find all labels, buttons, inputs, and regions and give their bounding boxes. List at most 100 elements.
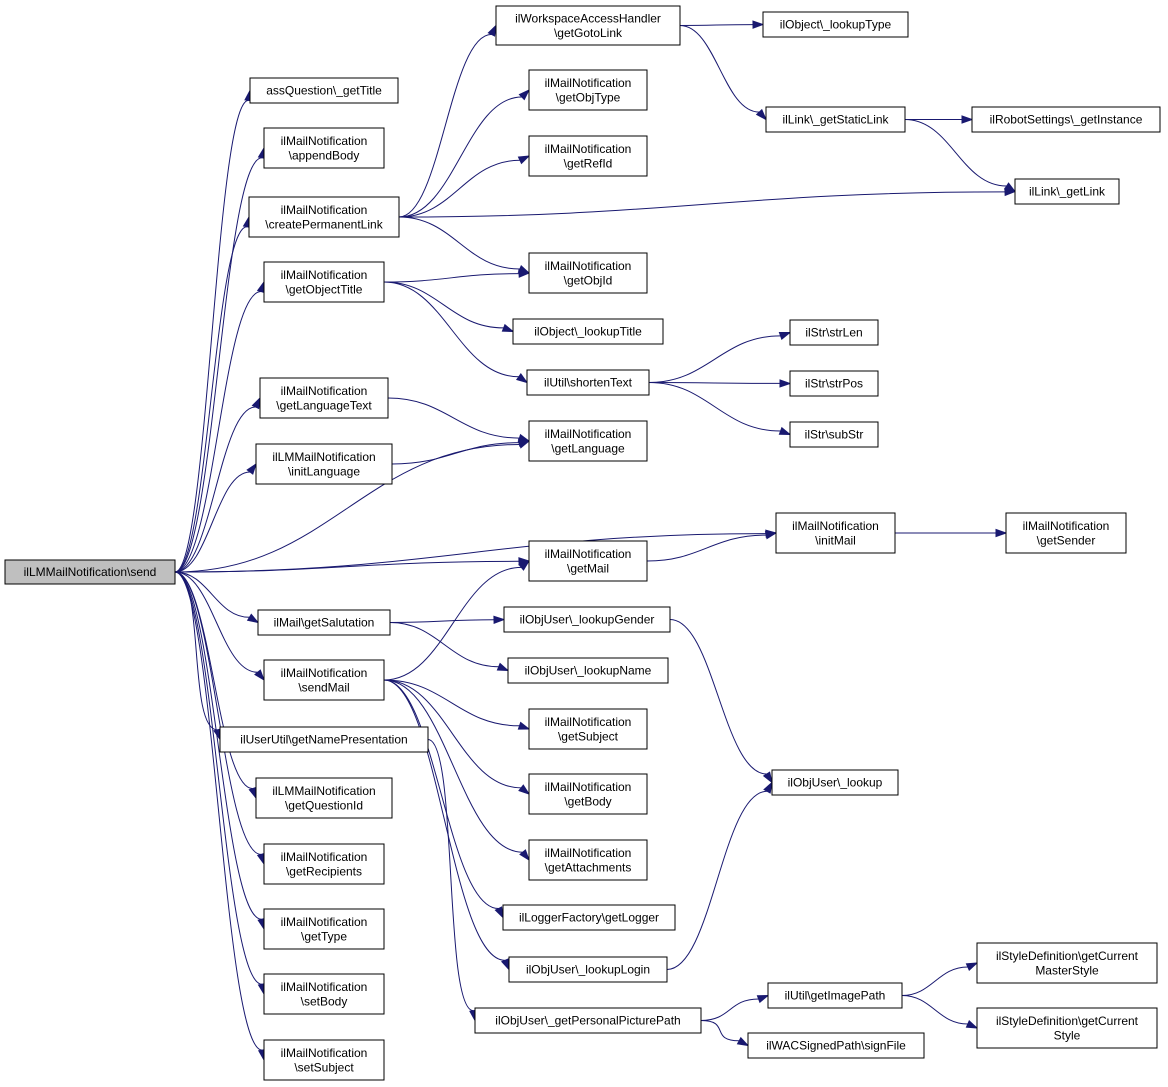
node-box bbox=[263, 908, 385, 950]
node-box bbox=[263, 843, 385, 885]
function-node-getObjId[interactable]: ilMailNotification\getObjId bbox=[528, 252, 648, 294]
node-label: \getLanguageText bbox=[276, 398, 372, 412]
node-box bbox=[789, 421, 879, 448]
function-node-initMail[interactable]: ilMailNotification\initMail bbox=[775, 512, 896, 554]
function-node-getBody[interactable]: ilMailNotification\getBody bbox=[528, 773, 648, 815]
node-label: ilMailNotification bbox=[545, 547, 632, 561]
node-label: ilObject\_lookupType bbox=[780, 18, 892, 32]
function-node-staticLink[interactable]: ilLink\_getStaticLink bbox=[765, 106, 906, 133]
function-node-appendBody[interactable]: ilMailNotification\appendBody bbox=[263, 127, 385, 169]
function-node-picPath[interactable]: ilObjUser\_getPersonalPicturePath bbox=[474, 1007, 702, 1034]
node-box bbox=[1014, 178, 1120, 205]
function-node-lookupType[interactable]: ilObject\_lookupType bbox=[762, 11, 909, 38]
node-label: ilMailNotification bbox=[545, 846, 632, 860]
node-label: ilLink\_getLink bbox=[1029, 185, 1106, 199]
function-node-getLangText[interactable]: ilMailNotification\getLanguageText bbox=[259, 377, 389, 419]
node-box bbox=[976, 1007, 1158, 1049]
function-node-shortenText[interactable]: ilUtil\shortenText bbox=[526, 369, 650, 396]
call-edge-getSalutation-to-lookupName bbox=[389, 622, 510, 672]
function-node-send[interactable]: ilLMMailNotification\send bbox=[4, 559, 176, 585]
call-edge-imagePath-to-masterStyle bbox=[901, 962, 979, 996]
call-edge-sendMail-to-getLogger bbox=[383, 679, 504, 919]
call-edge-picPath-to-signFile bbox=[700, 1020, 750, 1047]
node-label: ilStr\strLen bbox=[805, 326, 862, 340]
node-label: \createPermanentLink bbox=[265, 217, 383, 231]
node-box bbox=[219, 726, 429, 753]
node-box bbox=[495, 5, 681, 46]
node-label: ilUtil\shortenText bbox=[544, 376, 633, 390]
function-node-getRecipients[interactable]: ilMailNotification\getRecipients bbox=[263, 843, 385, 885]
function-node-initLang[interactable]: ilLMMailNotification\initLanguage bbox=[255, 443, 393, 485]
function-node-getMail[interactable]: ilMailNotification\getMail bbox=[528, 540, 648, 582]
function-node-getSalutation[interactable]: ilMail\getSalutation bbox=[257, 609, 391, 636]
call-edge-send-to-initLang bbox=[174, 462, 257, 573]
node-label: ilLink\_getStaticLink bbox=[782, 113, 889, 127]
node-label: ilObjUser\_lookupLogin bbox=[526, 963, 650, 977]
function-node-getLanguage[interactable]: ilMailNotification\getLanguage bbox=[528, 420, 648, 462]
node-label: ilStyleDefinition\getCurrent bbox=[996, 1014, 1139, 1028]
node-label: ilWACSignedPath\signFile bbox=[766, 1039, 906, 1053]
function-node-getLogger[interactable]: ilLoggerFactory\getLogger bbox=[502, 904, 676, 931]
node-box bbox=[502, 904, 676, 931]
function-node-getNamePres[interactable]: ilUserUtil\getNamePresentation bbox=[219, 726, 429, 753]
node-label: \getRecipients bbox=[286, 864, 362, 878]
function-node-getObjType[interactable]: ilMailNotification\getObjType bbox=[528, 69, 648, 111]
node-box bbox=[789, 319, 879, 346]
function-node-strPos[interactable]: ilStr\strPos bbox=[789, 370, 879, 397]
node-label: ilMailNotification bbox=[545, 780, 632, 794]
node-label: ilMailNotification bbox=[281, 915, 368, 929]
node-box bbox=[747, 1032, 925, 1059]
call-edge-shortenText-to-strPos bbox=[648, 379, 792, 388]
function-node-wsGoto[interactable]: ilWorkspaceAccessHandler\getGotoLink bbox=[495, 5, 681, 46]
node-label: ilObjUser\_getPersonalPicturePath bbox=[495, 1014, 680, 1028]
node-box bbox=[263, 127, 385, 169]
function-node-getType[interactable]: ilMailNotification\getType bbox=[263, 908, 385, 950]
function-node-lookupGender[interactable]: ilObjUser\_lookupGender bbox=[503, 606, 671, 633]
function-node-lookup[interactable]: ilObjUser\_lookup bbox=[771, 769, 899, 796]
call-edge-createPL-to-wsGoto bbox=[398, 24, 497, 218]
function-node-getLink[interactable]: ilLink\_getLink bbox=[1014, 178, 1120, 205]
node-label: ilMailNotification bbox=[281, 203, 368, 217]
call-edge-sendMail-to-getAttachments bbox=[383, 679, 530, 862]
function-node-imagePath[interactable]: ilUtil\getImagePath bbox=[767, 982, 903, 1009]
function-node-setSubject[interactable]: ilMailNotification\setSubject bbox=[263, 1039, 385, 1081]
function-node-lookupTitle[interactable]: ilObject\_lookupTitle bbox=[512, 318, 664, 345]
node-box bbox=[976, 942, 1158, 984]
function-node-robot[interactable]: ilRobotSettings\_getInstance bbox=[971, 106, 1161, 133]
node-label: ilMailNotification bbox=[281, 980, 368, 994]
function-node-getSender[interactable]: ilMailNotification\getSender bbox=[1005, 512, 1127, 554]
function-node-sendMail[interactable]: ilMailNotification\sendMail bbox=[263, 659, 385, 701]
function-node-setBody[interactable]: ilMailNotification\setBody bbox=[263, 973, 385, 1015]
function-node-getSubject[interactable]: ilMailNotification\getSubject bbox=[528, 708, 648, 750]
node-label: ilLMMailNotification bbox=[272, 450, 375, 464]
function-node-lookupLogin[interactable]: ilObjUser\_lookupLogin bbox=[508, 956, 668, 983]
call-edge-staticLink-to-robot bbox=[905, 115, 974, 124]
node-box bbox=[528, 252, 648, 294]
function-node-assQ[interactable]: assQuestion\_getTitle bbox=[249, 77, 399, 104]
call-edge-sendMail-to-getBody bbox=[383, 679, 531, 795]
node-box bbox=[512, 318, 664, 345]
node-box bbox=[259, 377, 389, 419]
function-node-subStr[interactable]: ilStr\subStr bbox=[789, 421, 879, 448]
function-node-getAttachments[interactable]: ilMailNotification\getAttachments bbox=[528, 839, 648, 881]
node-label: \setBody bbox=[301, 994, 348, 1008]
call-edge-lookupLogin-to-lookup bbox=[666, 781, 773, 970]
node-label: ilMailNotification bbox=[281, 1046, 368, 1060]
call-edge-createPL-to-getRefId bbox=[398, 155, 531, 218]
function-node-strLen[interactable]: ilStr\strLen bbox=[789, 319, 879, 346]
node-label: ilMailNotification bbox=[545, 427, 632, 441]
node-box bbox=[4, 559, 176, 585]
function-node-getRefId[interactable]: ilMailNotification\getRefId bbox=[528, 135, 648, 177]
function-node-createPL[interactable]: ilMailNotification\createPermanentLink bbox=[248, 196, 400, 238]
node-box bbox=[528, 69, 648, 111]
function-node-getQId[interactable]: ilLMMailNotification\getQuestionId bbox=[255, 777, 393, 819]
function-node-lookupName[interactable]: ilObjUser\_lookupName bbox=[507, 657, 669, 684]
node-label: ilObjUser\_lookupGender bbox=[520, 613, 655, 627]
function-node-signFile[interactable]: ilWACSignedPath\signFile bbox=[747, 1032, 925, 1059]
node-label: \getGotoLink bbox=[554, 26, 623, 40]
node-box bbox=[474, 1007, 702, 1034]
node-label: ilStr\strPos bbox=[805, 377, 863, 391]
function-node-getObjectTitle[interactable]: ilMailNotification\getObjectTitle bbox=[263, 261, 385, 303]
